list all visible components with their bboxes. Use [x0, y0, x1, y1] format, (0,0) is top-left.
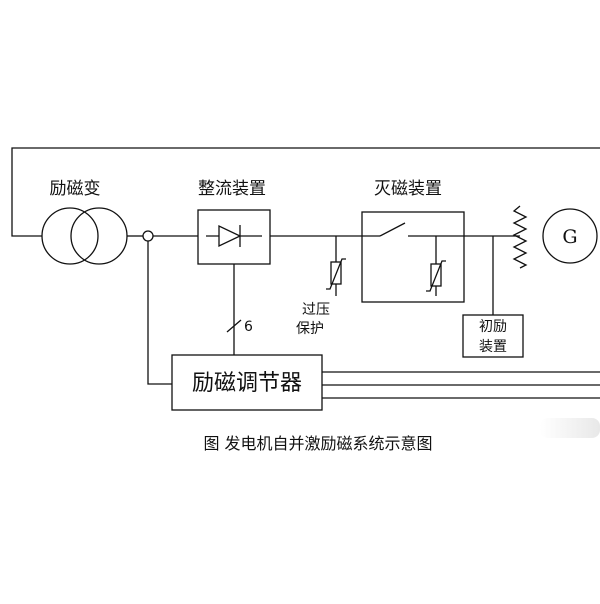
bus-slash-mark: [226, 319, 242, 333]
overvoltage-label-line2: 保护: [296, 321, 324, 337]
field-winding-icon: [512, 205, 528, 269]
overvoltage-label-line1: 过压: [302, 302, 330, 318]
diagram-caption: 图 发电机自并激励磁系统示意图: [203, 434, 432, 453]
feedback-loop-wire: [11, 147, 600, 237]
initial-excitation-label-line2: 装置: [479, 339, 507, 355]
demagnetizer-label: 灭磁装置: [374, 179, 442, 199]
rectifier-label: 整流装置: [198, 179, 266, 199]
junction-node: [142, 230, 154, 242]
wire-junction-to-regulator: [147, 241, 172, 385]
generator-label: G: [562, 226, 577, 248]
excitation-transformer-label: 励磁变: [50, 179, 101, 199]
regulator-signal-lines: [322, 371, 600, 399]
regulator-label: 励磁调节器: [192, 371, 302, 396]
diode-icon: [206, 224, 262, 248]
bus-count-label: 6: [244, 319, 253, 335]
initial-excitation-label-line1: 初励: [479, 318, 507, 335]
generator-icon: [542, 208, 598, 264]
regulator-box: [171, 354, 323, 411]
excitation-transformer-symbol: [41, 207, 128, 265]
decorative-fade-bar: [540, 418, 600, 438]
overvoltage-varistor-symbol: [326, 236, 346, 296]
demagnetizer-box: [361, 211, 465, 303]
initial-excitation-box: [462, 314, 524, 358]
demagnetizer-varistor-symbol: [426, 236, 446, 296]
